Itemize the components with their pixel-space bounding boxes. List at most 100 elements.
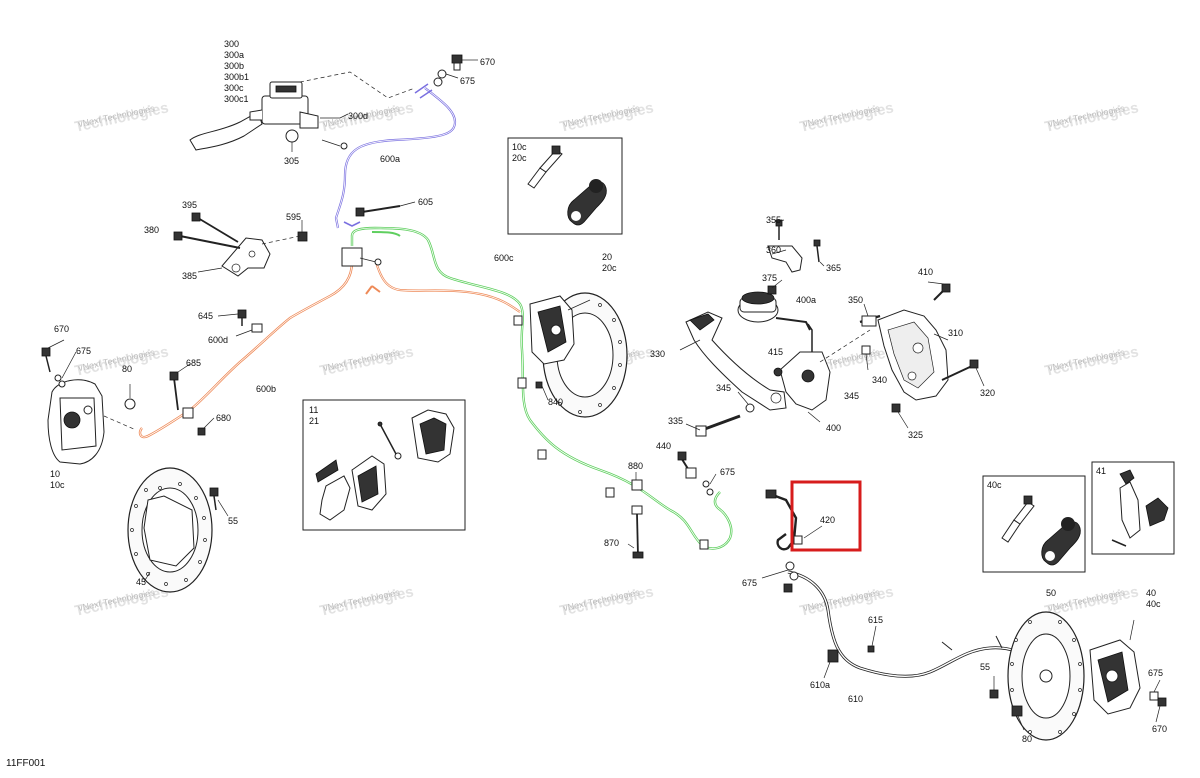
callout-label: 80 [1022, 734, 1032, 744]
callout-label: 345 [844, 391, 859, 401]
handlebar-master-cylinder [189, 81, 349, 151]
brake-line-600a [334, 83, 457, 229]
clip-880-bolt-870 [627, 472, 644, 559]
line-clips-green [513, 315, 709, 550]
brake-line-610 [787, 570, 1051, 678]
callout-label: 675 [742, 578, 757, 588]
brake-line-600c [350, 226, 733, 550]
callout-label: 880 [628, 461, 643, 471]
callout-label: 55 [980, 662, 990, 672]
callout-label: 360 [766, 245, 781, 255]
callout-label: 80 [122, 364, 132, 374]
callout-label: 675 [76, 346, 91, 356]
inset-bleeder-40c [982, 475, 1086, 573]
pressure-switch-420 [765, 489, 823, 551]
callout-label: 670 [54, 324, 69, 334]
callout-label: 20c [602, 263, 617, 273]
callout-label: 10c [50, 480, 65, 490]
bleeder-670-675-left [41, 339, 77, 388]
callout-label: 400 [826, 423, 841, 433]
callout-label: 600d [208, 335, 228, 345]
callout-label: 305 [284, 156, 299, 166]
callout-label: 375 [762, 273, 777, 283]
callout-label: 670 [1152, 724, 1167, 734]
callout-label: 355 [766, 215, 781, 225]
callout-label: 385 [182, 271, 197, 281]
fittings-645-600d [217, 309, 263, 337]
callout-label: 675 [720, 467, 735, 477]
callout-label: 330 [650, 349, 665, 359]
callout-label: 420 [820, 515, 835, 525]
callout-label: 415 [768, 347, 783, 357]
fittings-685-680 [169, 363, 215, 436]
inset-brake-pads-11-21 [302, 399, 466, 531]
front-right-brake-assembly [529, 292, 628, 418]
callout-label: 380 [144, 225, 159, 235]
diagram-id: 11FF001 [6, 758, 46, 769]
callout-label: 10 [50, 469, 60, 479]
callout-label: 670 [480, 57, 495, 67]
brake-junction-block [341, 247, 382, 267]
callout-label: 300d [348, 111, 368, 121]
callout-label: 610a [810, 680, 830, 690]
inset-pads-41 [1091, 461, 1175, 555]
inset-bleeder-10c-20c [507, 137, 623, 235]
part-callout-labels: 300 300a 300b 300b1 300c 300c1 300d 305 … [6, 39, 1167, 769]
line-clips-615-610a [823, 625, 877, 679]
callout-label: 410 [918, 267, 933, 277]
callout-label: 340 [872, 375, 887, 385]
callout-label: 610 [848, 694, 863, 704]
brake-line-600b [138, 261, 521, 439]
callout-label: 325 [908, 430, 923, 440]
callout-label: 600a [380, 154, 400, 164]
bracket-360-bolts [767, 219, 825, 295]
pedal-bolts-335-345 [685, 391, 755, 437]
callout-label: 395 [182, 200, 197, 210]
brake-light-switch-440 [677, 451, 717, 496]
callout-label: 870 [604, 538, 619, 548]
callout-label: 600b [256, 384, 276, 394]
callout-label: 40c [1146, 599, 1161, 609]
brake-pedal-330 [679, 311, 787, 411]
callout-label: 400a [796, 295, 816, 305]
clip-840 [517, 377, 549, 401]
bolt-55-left [209, 487, 229, 517]
inset-label: 10c [512, 142, 527, 152]
inset-label: 41 [1096, 466, 1106, 476]
leader-dashed [819, 329, 871, 363]
callout-label: 685 [186, 358, 201, 368]
callout-label: 675 [460, 76, 475, 86]
banjo-bolt-fittings-top [433, 54, 478, 87]
callout-label: 605 [418, 197, 433, 207]
callout-label: 40 [1146, 588, 1156, 598]
inset-label: 20c [512, 153, 527, 163]
nut-595 [297, 220, 308, 242]
callout-label: 300b [224, 61, 244, 71]
callout-label: 20 [602, 252, 612, 262]
callout-label: 335 [668, 416, 683, 426]
callout-label: 840 [548, 397, 563, 407]
callout-label: 300a [224, 50, 244, 60]
pedal-bracket-310 [859, 281, 985, 429]
callout-label: 300c1 [224, 94, 249, 104]
front-left-caliper [47, 379, 137, 465]
callout-label: 615 [868, 615, 883, 625]
callout-label: 300 [224, 39, 239, 49]
inset-label: 11 [309, 405, 318, 415]
callout-label: 300c [224, 83, 244, 93]
rear-master-cylinder-400 [737, 291, 831, 423]
leader-dashed [299, 71, 416, 99]
rear-brake-assembly [1007, 611, 1167, 741]
callout-label: 310 [948, 328, 963, 338]
callout-label: 350 [848, 295, 863, 305]
inset-label: 40c [987, 480, 1002, 490]
rear-disc-bolts-55-80 [989, 676, 1025, 731]
fittings-675-lower [761, 561, 799, 593]
callout-label: 645 [198, 311, 213, 321]
front-brake-disc-45 [127, 467, 213, 593]
callout-label: 50 [1046, 588, 1056, 598]
callout-label: 440 [656, 441, 671, 451]
callout-label: 595 [286, 212, 301, 222]
highlight-box-420 [790, 480, 862, 552]
